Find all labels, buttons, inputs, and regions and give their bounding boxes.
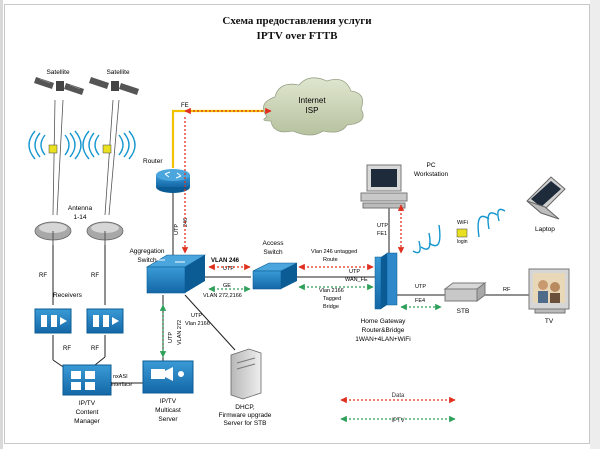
- tagged-label: Tagged: [323, 296, 341, 302]
- laptop-label: Laptop: [535, 226, 555, 233]
- receivers-label: Receivers: [53, 292, 83, 299]
- router-internet-link: [171, 109, 269, 168]
- satellite-icon: [34, 77, 84, 95]
- antenna-range-label: 1-14: [73, 214, 86, 221]
- satellite-label: Satellite: [46, 69, 70, 76]
- isp-label: ISP: [306, 106, 319, 115]
- links: [52, 193, 529, 384]
- pc-workstation-icon: [360, 164, 408, 209]
- wifi-label: WiFi: [457, 220, 468, 226]
- rf-label: RF: [503, 287, 511, 293]
- stb-icon: [443, 282, 487, 302]
- aggregation-label: Aggregation: [129, 248, 164, 255]
- rf-label: RF: [39, 273, 47, 279]
- stb-label: STB: [457, 308, 470, 315]
- ge-label: GE: [223, 283, 231, 289]
- utp-label: UTP: [377, 223, 388, 229]
- fe1-label: FE1: [377, 231, 387, 237]
- vlan-label: VLAN 272,2166: [203, 293, 242, 299]
- home-gateway-label: 1WAN+4LAN+WiFi: [355, 336, 410, 343]
- internet-label: Internet: [298, 96, 326, 105]
- home-gateway-label: Home Gateway: [361, 318, 407, 325]
- dhcp-label: Server for STB: [224, 420, 267, 427]
- access-label: Access: [263, 240, 285, 247]
- dhcp-server-icon: [230, 348, 262, 400]
- diagram-frame: Схема предоставления услуги IPTV over FT…: [4, 4, 590, 444]
- login-label: login: [457, 239, 468, 245]
- asi-interface-label: interface: [111, 382, 132, 388]
- home-gateway-label: Router&Bridge: [362, 327, 405, 334]
- rf-label: RF: [91, 273, 99, 279]
- dhcp-label: Firmware upgrade: [219, 412, 272, 419]
- utp-label: UTP: [223, 266, 234, 272]
- vlan-label: Vlan 246 untagged: [311, 249, 357, 255]
- wan-fe-label: WAN_FE: [345, 277, 368, 283]
- antenna-icon: [86, 221, 124, 245]
- receiver-icon: [34, 308, 72, 334]
- multicast-server-icon: [142, 360, 194, 394]
- pc-label: Workstation: [414, 171, 449, 178]
- legend-iptv-label: IPTV: [391, 418, 404, 424]
- route-label: Route: [323, 257, 338, 263]
- multicast-label: Multicast: [155, 407, 181, 414]
- diagram-subtitle: IPTV over FTTB: [256, 30, 338, 42]
- utp-label: UTP: [168, 332, 174, 343]
- rf-label: RF: [91, 346, 99, 352]
- pc-label: PC: [426, 162, 435, 169]
- laptop-icon: [526, 176, 566, 220]
- legend: Data IPTV: [340, 393, 456, 424]
- wifi-waves: [412, 208, 506, 254]
- content-manager-icon: [62, 364, 112, 396]
- content-manager-label: Content: [76, 409, 99, 416]
- vlan-label: VLAN 272: [177, 320, 183, 345]
- home-gateway-icon: [374, 252, 398, 310]
- vlan-label: Vlan 2166: [319, 288, 344, 294]
- legend-data-label: Data: [392, 393, 405, 399]
- aggregation-switch-icon: [145, 254, 207, 294]
- access-switch-icon: [252, 262, 298, 290]
- dhcp-label: DHCP,: [235, 404, 255, 411]
- diagram-title: Схема предоставления услуги: [222, 15, 372, 27]
- receiver-icon: [86, 308, 124, 334]
- fe-label: FE: [181, 103, 189, 109]
- utp-label: UTP: [349, 269, 360, 275]
- antenna-icon: [34, 221, 72, 245]
- aggregation-label: Switch: [137, 257, 157, 264]
- multicast-label: IP/TV: [160, 398, 177, 405]
- utp-label: UTP: [191, 313, 202, 319]
- utp-label: UTP: [174, 224, 180, 235]
- tv-icon: [528, 268, 570, 314]
- rf-label: RF: [63, 346, 71, 352]
- multicast-label: Server: [158, 416, 178, 423]
- router-icon: [156, 169, 190, 193]
- fe4-label: FE4: [415, 298, 425, 304]
- tv-label: TV: [545, 318, 554, 325]
- vlan-label: 246: [183, 218, 189, 227]
- signal-waves: [28, 130, 136, 160]
- satellite-label: Satellite: [106, 69, 130, 76]
- internet-cloud-icon: [263, 77, 364, 136]
- network-diagram: Satellite Satellite Antenna 1-14 RF: [28, 69, 570, 427]
- asi-label: nxASI: [113, 374, 128, 380]
- bridge-label: Bridge: [323, 304, 339, 310]
- router-label: Router: [143, 158, 163, 165]
- data-flows: [181, 107, 405, 271]
- antenna-label: Antenna: [68, 205, 93, 212]
- left-edge-bar: [0, 0, 3, 449]
- vlan-label: Vlan 2166: [185, 321, 210, 327]
- vlan-label: VLAN 246: [211, 258, 240, 264]
- iptv-flows: [159, 283, 442, 358]
- utp-label: UTP: [415, 284, 426, 290]
- access-label: Switch: [263, 249, 283, 256]
- content-manager-label: Manager: [74, 418, 100, 425]
- content-manager-label: IP/TV: [79, 400, 96, 407]
- right-edge-bar: [590, 0, 600, 449]
- satellite-icon: [89, 77, 139, 95]
